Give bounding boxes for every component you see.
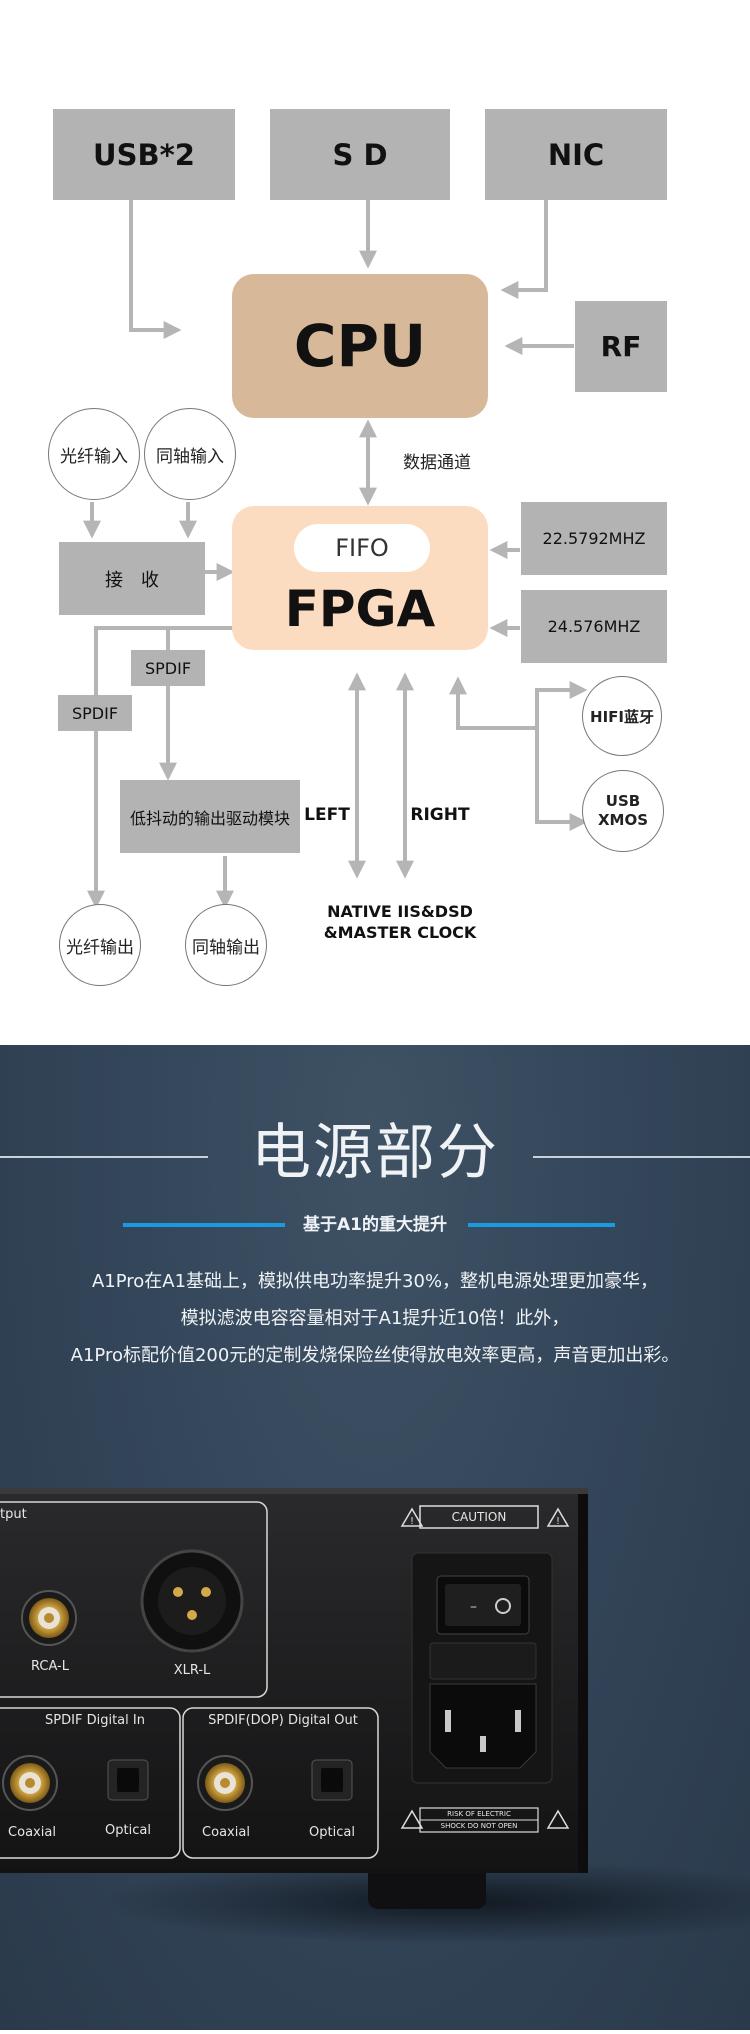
spdif-out-frame: [182, 1707, 379, 1859]
title-line-left: [0, 1156, 208, 1158]
native-line-2: &MASTER CLOCK: [323, 923, 477, 942]
spdif-box-1: SPDIF: [131, 650, 205, 686]
right-label: RIGHT: [410, 805, 470, 825]
fuse-holder: [429, 1642, 537, 1680]
warning-icon-left: [400, 1507, 424, 1527]
nic-label: NIC: [547, 137, 605, 172]
fpga-label: FPGA: [284, 580, 436, 638]
cpu-label: CPU: [293, 312, 427, 380]
fifo-pill: FIFO: [294, 524, 430, 572]
power-desc-line-3: A1Pro标配价值200元的定制发烧保险丝使得放电效率更高，声音更加出彩。: [70, 1345, 680, 1366]
optical-out-label: 光纤输出: [66, 937, 134, 958]
warning-icon-right: [546, 1507, 570, 1527]
coax-in-circle: 同轴输入: [144, 408, 236, 500]
spdif-in-frame: [0, 1707, 181, 1859]
signal-flow-diagram: USB*2 S D NIC CPU RF 数据通道 光纤输入 同轴输入 接 收 …: [48, 109, 667, 986]
device-foot: [368, 1863, 486, 1909]
optical-in-label: 光纤输入: [60, 446, 128, 467]
optical-label-1: Optical: [105, 1822, 151, 1838]
native-line-1: NATIVE IIS&DSD: [327, 902, 473, 921]
usb-xmos-label-2: XMOS: [597, 811, 649, 829]
svg-text:!: !: [410, 1516, 414, 1527]
data-channel-label: 数据通道: [403, 452, 471, 473]
usb-xmos-label-1: USB: [605, 792, 641, 810]
optical-out-circle: 光纤输出: [59, 904, 141, 986]
hifi-bt-label: HIFI蓝牙: [590, 707, 654, 726]
svg-text:!: !: [556, 1516, 560, 1527]
power-desc-line-1: A1Pro在A1基础上，模拟供电功率提升30%，整机电源处理更加豪华，: [91, 1271, 659, 1292]
spdif-optical-line: [87, 626, 236, 909]
coax-out-label: 同轴输出: [192, 937, 260, 958]
clock1-box: 22.5792MHZ: [521, 502, 667, 575]
receive-box: 接 收: [59, 542, 205, 615]
usb-label: USB*2: [93, 137, 195, 172]
rca-l-label: RCA-L: [30, 1658, 69, 1674]
coax-in-label: 同轴输入: [156, 446, 224, 467]
risk-label-1: RISK OF ELECTRIC: [447, 1810, 511, 1818]
svg-text:–: –: [470, 1599, 477, 1615]
optical-label-2: Optical: [309, 1824, 355, 1840]
output-label: tput: [0, 1506, 27, 1522]
risk-warning-right: [546, 1809, 570, 1829]
caution-label: CAUTION: [451, 1510, 507, 1524]
device-illustration: ! ! –: [0, 1488, 750, 1944]
coaxial-label-2: Coaxial: [202, 1824, 250, 1840]
spdif-label-1: SPDIF: [144, 658, 192, 678]
optical-in-circle: 光纤输入: [48, 408, 140, 500]
coaxial-label-1: Coaxial: [8, 1824, 56, 1840]
cpu-box: CPU: [232, 274, 488, 418]
fpga-box: FIFO FPGA: [232, 506, 488, 650]
sd-label: S D: [332, 137, 388, 172]
rf-label: RF: [600, 330, 642, 363]
clock1-label: 22.5792MHZ: [542, 529, 646, 548]
subtitle-line-left: [123, 1223, 285, 1227]
title-line-right: [533, 1156, 750, 1158]
subtitle-line-right: [468, 1223, 615, 1227]
risk-label-2: SHOCK DO NOT OPEN: [440, 1822, 518, 1830]
coax-out-circle: 同轴输出: [185, 904, 267, 986]
driver-label: 低抖动的输出驱动模块: [129, 808, 290, 828]
spdif-out-label: SPDIF(DOP) Digital Out: [208, 1712, 358, 1728]
output-frame: [0, 1501, 268, 1698]
left-label: LEFT: [304, 805, 350, 825]
clock2-box: 24.576MHZ: [521, 590, 667, 663]
spdif-in-label: SPDIF Digital In: [45, 1712, 145, 1728]
usb-xmos-circle: USB XMOS: [582, 770, 664, 852]
hifi-bt-circle: HIFI蓝牙: [582, 676, 662, 756]
device-rear-panel: ! ! – tput RCA-L XLR-L SPDIF Digital In …: [0, 1488, 750, 2030]
rf-box: RF: [575, 301, 667, 392]
nic-box: NIC: [485, 109, 667, 200]
usb-box: USB*2: [53, 109, 235, 200]
power-title: 电源部分: [251, 1118, 499, 1188]
fifo-label: FIFO: [335, 534, 389, 562]
receive-label: 接 收: [105, 569, 159, 591]
power-desc-line-2: 模拟滤波电容容量相对于A1提升近10倍！此外，: [180, 1308, 570, 1329]
spdif-box-2: SPDIF: [58, 695, 132, 731]
caution-frame: [419, 1505, 539, 1529]
native-label: NATIVE IIS&DSD &MASTER CLOCK: [300, 900, 500, 944]
sd-box: S D: [270, 109, 450, 200]
xlr-l-label: XLR-L: [173, 1662, 211, 1678]
risk-warning-left: [400, 1809, 424, 1829]
driver-box: 低抖动的输出驱动模块: [120, 780, 300, 853]
clock2-label: 24.576MHZ: [547, 617, 641, 636]
spdif-label-2: SPDIF: [71, 703, 119, 723]
power-subtitle: 基于A1的重大提升: [303, 1215, 447, 1235]
nic-to-cpu-line: [500, 200, 548, 299]
iec-inlet: [429, 1683, 537, 1769]
usb-to-cpu-line: [129, 200, 182, 339]
bt-xmos-line: [449, 676, 537, 730]
